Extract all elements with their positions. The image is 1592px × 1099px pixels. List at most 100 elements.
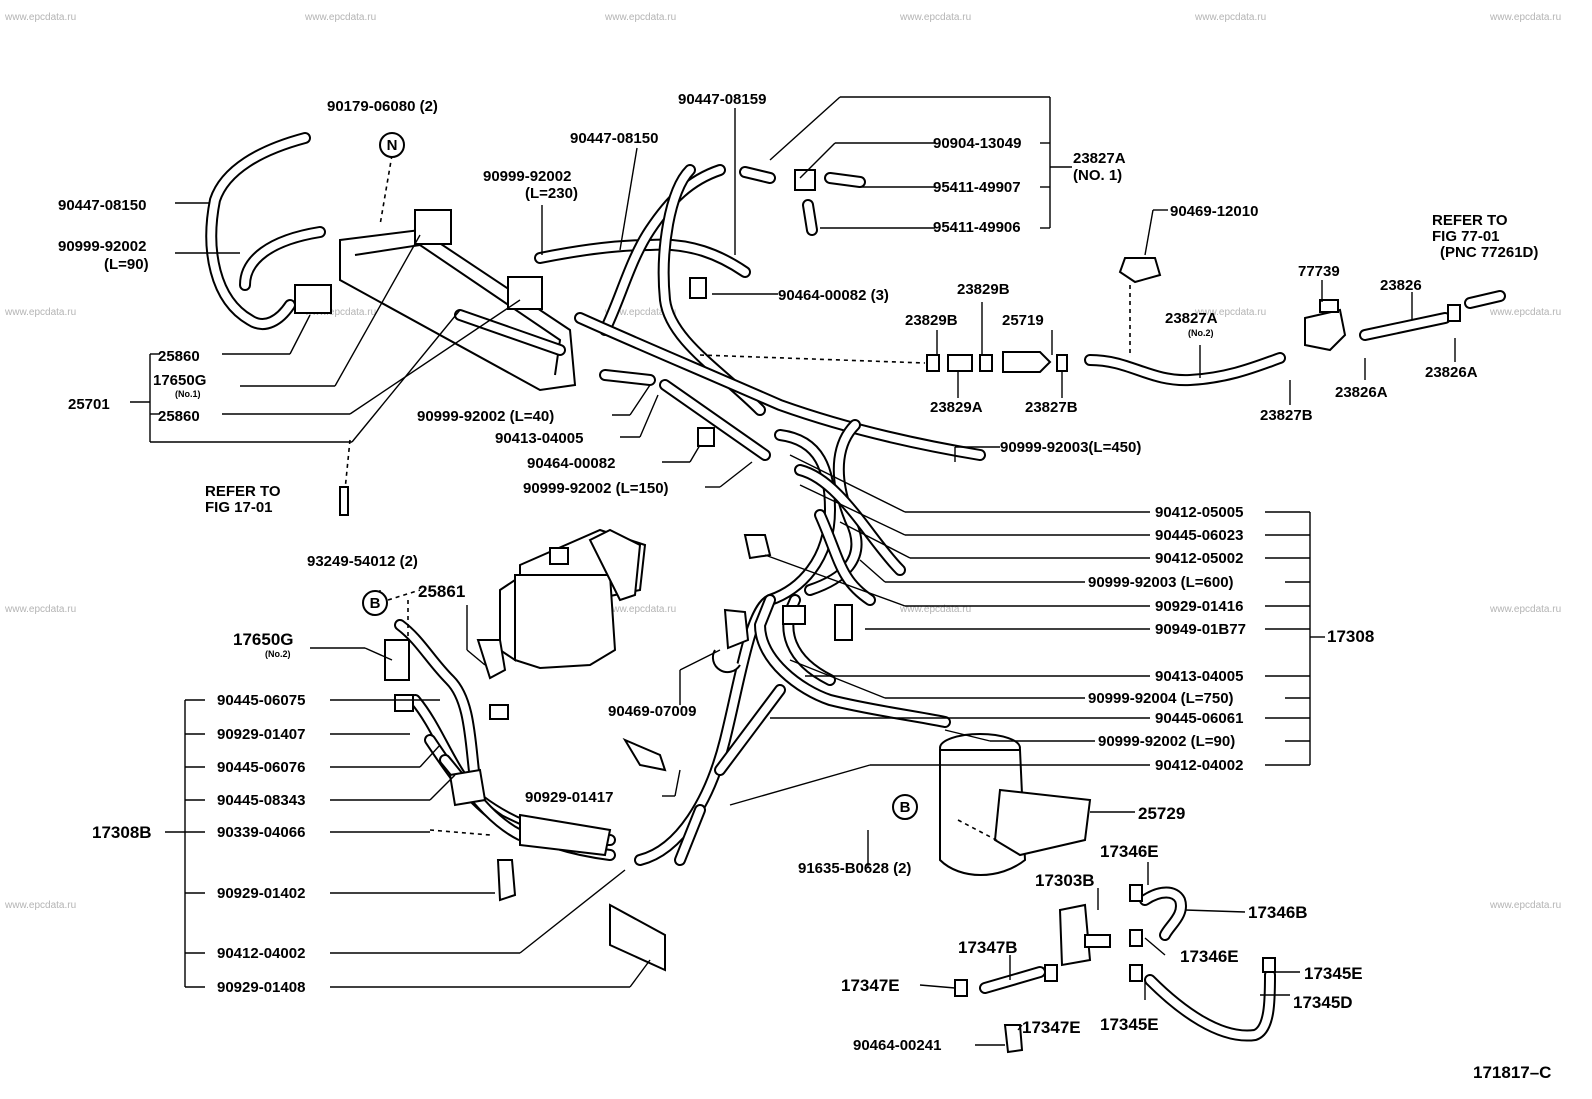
part-label: 95411-49907 <box>933 179 1021 196</box>
part-label: 90445-06023 <box>1155 527 1243 544</box>
watermark: www.epcdata.ru <box>4 900 76 911</box>
part-label: 90413-04005 <box>495 430 583 447</box>
part-label: 23827B <box>1025 399 1078 416</box>
watermark: www.epcdata.ru <box>604 12 676 23</box>
part-label: 25729 <box>1138 804 1185 823</box>
watermark: www.epcdata.ru <box>1489 12 1561 23</box>
part-label: 17650G <box>233 630 294 649</box>
watermark: www.epcdata.ru <box>1489 604 1561 615</box>
part-label: (L=230) <box>525 185 578 202</box>
part-label: 25860 <box>158 408 200 425</box>
part-label: 90999-92002 <box>483 168 571 185</box>
part-label: 90464-00082 <box>527 455 615 472</box>
part-label: 90999-92003 (L=600) <box>1088 574 1234 591</box>
watermark: www.epcdata.ru <box>304 12 376 23</box>
part-label: 17345D <box>1293 993 1353 1012</box>
vsv-bracket <box>294 209 577 392</box>
part-label: 23829B <box>905 312 958 329</box>
part-label: (L=90) <box>104 256 149 273</box>
part-label: 23827A <box>1073 150 1126 167</box>
part-label: 90413-04005 <box>1155 668 1243 685</box>
part-label: 17650G <box>153 372 206 389</box>
part-label: 90469-12010 <box>1170 203 1258 220</box>
part-label: 17346E <box>1180 947 1239 966</box>
part-label: 90412-05005 <box>1155 504 1243 521</box>
watermark: www.epcdata.ru <box>899 12 971 23</box>
part-label: 90447-08150 <box>570 130 658 147</box>
callout-circle-b <box>362 590 388 616</box>
part-label: 17345E <box>1304 964 1363 983</box>
part-label: 17347B <box>958 938 1018 957</box>
part-label: 23827A <box>1165 310 1218 327</box>
watermark: www.epcdata.ru <box>604 307 676 318</box>
hose-assembly-right <box>699 257 1506 387</box>
part-label: 25861 <box>418 582 465 601</box>
watermark: www.epcdata.ru <box>1489 900 1561 911</box>
reference-circles: N B B <box>362 132 918 820</box>
watermark: www.epcdata.ru <box>1194 307 1266 318</box>
watermark: www.epcdata.ru <box>604 604 676 615</box>
part-label: 25701 <box>68 396 110 413</box>
watermark: www.epcdata.ru <box>304 307 376 318</box>
charcoal-canister-upper <box>476 528 647 680</box>
part-label: 17347E <box>841 976 900 995</box>
watermark: www.epcdata.ru <box>4 604 76 615</box>
watermark: www.epcdata.ru <box>4 307 76 318</box>
charcoal-canister-lower <box>939 733 1092 876</box>
refer-to-label: (PNC 77261D) <box>1440 244 1538 261</box>
hose-bundle-main <box>634 419 951 866</box>
part-label: (No.2) <box>1188 328 1214 338</box>
refer-to-label: FIG 77-01 <box>1432 228 1500 245</box>
part-label: 90412-04002 <box>217 945 305 962</box>
part-label: 90464-00241 <box>853 1037 941 1054</box>
part-label: 90999-92002 (L=40) <box>417 408 554 425</box>
part-label: 90929-01407 <box>217 726 305 743</box>
part-label: 17345E <box>1100 1015 1159 1034</box>
refer-to-label: REFER TO <box>1432 212 1508 229</box>
hose-assembly-center <box>534 164 986 461</box>
circle-b-label: B <box>370 595 381 612</box>
part-label: 25860 <box>158 348 200 365</box>
hose-bundle-lower-left <box>384 589 666 972</box>
part-label: 90999-92002 (L=90) <box>1098 733 1235 750</box>
callout-circle-b <box>892 794 918 820</box>
part-label: 90445-06076 <box>217 759 305 776</box>
part-label: 93249-54012 (2) <box>307 553 418 570</box>
part-label: 90999-92003(L=450) <box>1000 439 1141 456</box>
part-label: 17346B <box>1248 903 1308 922</box>
part-label: 90464-00082 (3) <box>778 287 889 304</box>
hose-assembly-bottom-right <box>954 884 1276 1054</box>
part-label: 90412-05002 <box>1155 550 1243 567</box>
part-label: 23826A <box>1425 364 1478 381</box>
part-label: 25719 <box>1002 312 1044 329</box>
watermark: www.epcdata.ru <box>1489 307 1561 318</box>
part-label: 90447-08159 <box>678 91 766 108</box>
part-label: 17346E <box>1100 842 1159 861</box>
part-label: (No.1) <box>175 389 201 399</box>
part-label: 91635-B0628 (2) <box>798 860 911 877</box>
part-label: (No.2) <box>265 649 291 659</box>
part-label: 90339-04066 <box>217 824 305 841</box>
part-label: 90929-01417 <box>525 789 613 806</box>
part-label: 23826A <box>1335 384 1388 401</box>
part-label: 90469-07009 <box>608 703 696 720</box>
circle-n-label: N <box>387 137 398 154</box>
part-label: 17308 <box>1327 627 1374 646</box>
part-label: 90999-92004 (L=750) <box>1088 690 1234 707</box>
part-label: 90949-01B77 <box>1155 621 1246 638</box>
part-label: 17347E <box>1022 1018 1081 1037</box>
part-labels: 90179-06080 (2) 90447-08150 90999-92002 … <box>58 91 1551 1082</box>
part-label: 77739 <box>1298 263 1340 280</box>
part-label: 90904-13049 <box>933 135 1021 152</box>
hose-assembly-left <box>205 132 326 330</box>
watermark: www.epcdata.ru <box>1194 12 1266 23</box>
leader-lines <box>130 96 1456 1046</box>
part-label: 17308B <box>92 823 152 842</box>
part-label: 90445-06075 <box>217 692 305 709</box>
part-label: 90445-08343 <box>217 792 305 809</box>
part-label: 90447-08150 <box>58 197 146 214</box>
watermarks: www.epcdata.ru www.epcdata.ru www.epcdat… <box>4 12 1561 911</box>
part-label: 23827B <box>1260 407 1313 424</box>
part-label: 23829A <box>930 399 983 416</box>
